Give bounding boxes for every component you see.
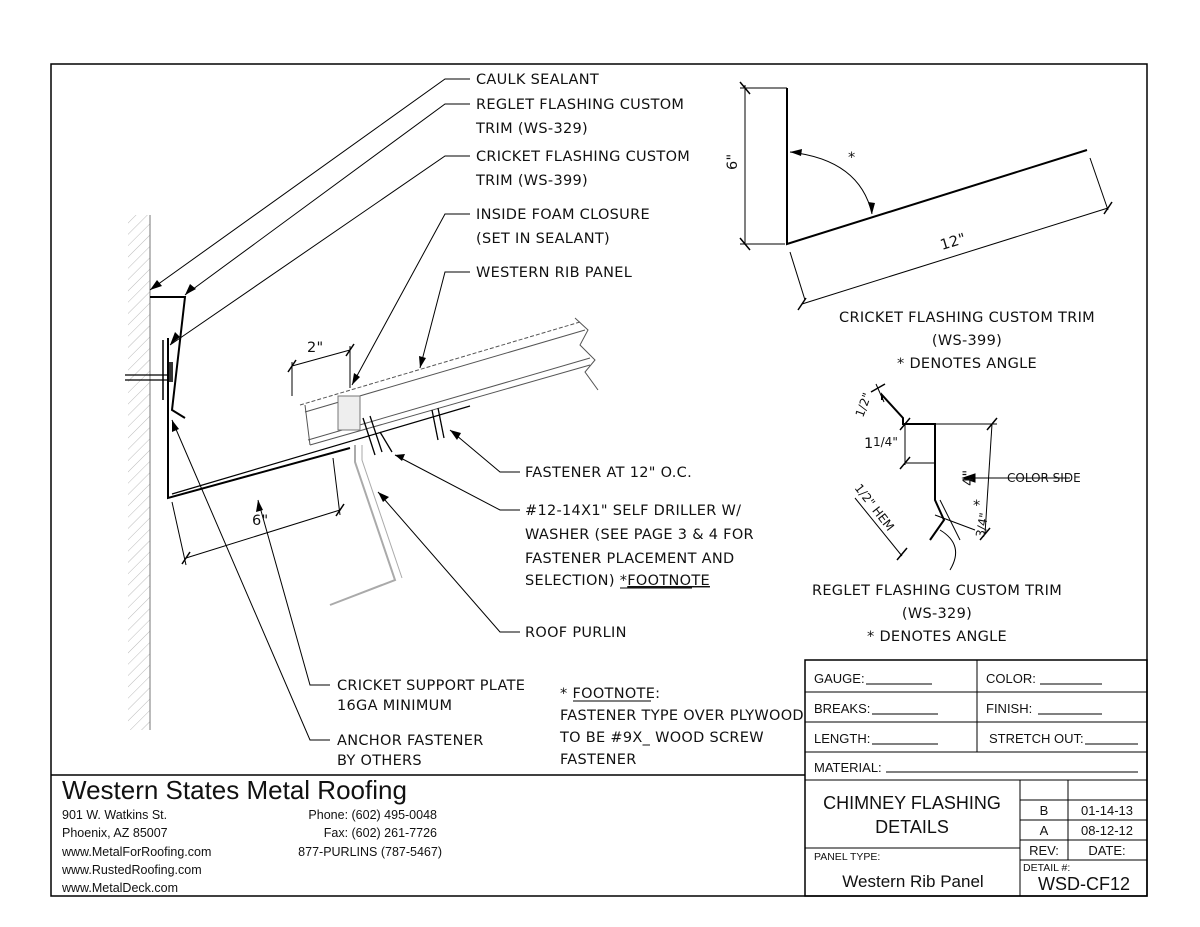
tb-color-label: COLOR: [986, 671, 1036, 686]
callout-reglet-1: REGLET FLASHING CUSTOM [476, 97, 684, 113]
footnote-line-2: TO BE #9X_ WOOD SCREW [559, 730, 764, 746]
company-address-2: Phoenix, AZ 85007 [62, 826, 168, 840]
cricket-dim-12: 12" [938, 231, 968, 254]
dim-2-inch: 2" [307, 340, 324, 356]
tb-title-2: DETAILS [875, 817, 949, 837]
footnote: * FOOTNOTE: FASTENER TYPE OVER PLYWOOD T… [559, 686, 804, 768]
title-block [804, 659, 1148, 897]
callout-anchor-2: BY OTHERS [337, 753, 422, 769]
cricket-dim-6: 6" [725, 154, 741, 171]
callout-support-2: 16GA MINIMUM [337, 698, 452, 714]
tb-panel-type-label: PANEL TYPE: [814, 851, 880, 863]
callout-driller-4: SELECTION) *FOOTNOTE [525, 573, 710, 589]
reglet-detail-text: 1/2" 1 1/4" 4" 1/2" HEM 3/4" COLOR SIDE … [812, 391, 1081, 645]
tb-detail-number: WSD-CF12 [1038, 874, 1130, 894]
footnote-heading: * FOOTNOTE: [560, 686, 660, 702]
tb-date-label: DATE: [1088, 843, 1125, 858]
reglet-color-side: COLOR SIDE [1007, 471, 1081, 485]
title-block-text: GAUGE: COLOR: BREAKS: FINISH: LENGTH: ST… [814, 671, 1133, 894]
tb-stretch-label: STRETCH OUT: [989, 731, 1084, 746]
callout-fastener-12: FASTENER AT 12" O.C. [525, 465, 692, 481]
reglet-title-3: * DENOTES ANGLE [867, 629, 1007, 645]
reglet-dim-114-whole: 1 [864, 436, 874, 452]
company-address-1: 901 W. Watkins St. [62, 808, 167, 822]
company-block: Western States Metal Roofing 901 W. Watk… [61, 775, 442, 895]
callout-cricket-2: TRIM (WS-399) [475, 173, 588, 189]
reglet-dim-hem: 1/2" HEM [852, 481, 897, 533]
reglet-dim-114-frac: 1/4" [873, 435, 898, 449]
callout-purlin: ROOF PURLIN [525, 625, 627, 641]
tb-finish-label: FINISH: [986, 701, 1032, 716]
dim-6-inch: 6" [252, 513, 269, 529]
company-web-2: www.RustedRoofing.com [61, 863, 202, 877]
tb-rev-label: REV: [1029, 843, 1059, 858]
tb-title-1: CHIMNEY FLASHING [823, 793, 1001, 813]
reglet-title-1: REGLET FLASHING CUSTOM TRIM [812, 583, 1062, 599]
company-phone: Phone: (602) 495-0048 [308, 808, 437, 822]
callout-caulk: CAULK SEALANT [476, 72, 599, 88]
cricket-detail-text: 6" 12" * CRICKET FLASHING CUSTOM TRIM (W… [725, 150, 1095, 372]
cricket-title-2: (WS-399) [932, 333, 1002, 349]
tb-gauge-label: GAUGE: [814, 671, 865, 686]
company-name: Western States Metal Roofing [62, 775, 407, 805]
company-web-3: www.MetalDeck.com [61, 881, 178, 895]
cricket-title-3: * DENOTES ANGLE [897, 356, 1037, 372]
reglet-detail [854, 383, 1070, 571]
tb-breaks-label: BREAKS: [814, 701, 870, 716]
cricket-angle-mark: * [848, 150, 856, 166]
tb-material-label: MATERIAL: [814, 760, 882, 775]
callout-cricket-1: CRICKET FLASHING CUSTOM [476, 149, 690, 165]
tb-detail-label: DETAIL #: [1023, 862, 1070, 874]
company-tollfree: 877-PURLINS (787-5467) [298, 845, 442, 859]
company-fax: Fax: (602) 261-7726 [324, 826, 437, 840]
callout-driller-2: WASHER (SEE PAGE 3 & 4 FOR [525, 527, 754, 543]
reglet-dim-half: 1/2" [853, 391, 875, 419]
callout-anchor-1: ANCHOR FASTENER [337, 733, 484, 749]
tb-date-a: 08-12-12 [1081, 823, 1133, 838]
cricket-detail [739, 81, 1113, 311]
main-section-drawing [125, 78, 599, 741]
reglet-dim-34: 3/4" [973, 512, 991, 539]
footnote-line-3: FASTENER [560, 752, 637, 768]
callout-foam-2: (SET IN SEALANT) [476, 231, 610, 247]
reglet-angle-mark: * [973, 498, 981, 514]
callout-reglet-2: TRIM (WS-329) [475, 121, 588, 137]
callout-driller-1: #12-14X1" SELF DRILLER W/ [525, 503, 741, 519]
footnote-line-1: FASTENER TYPE OVER PLYWOOD [560, 708, 804, 724]
reglet-dim-4: 4" [961, 470, 977, 487]
callout-driller-3: FASTENER PLACEMENT AND [525, 551, 734, 567]
tb-panel-type: Western Rib Panel [842, 872, 983, 891]
tb-length-label: LENGTH: [814, 731, 870, 746]
company-web-1: www.MetalForRoofing.com [61, 845, 211, 859]
tb-rev-b: B [1040, 803, 1049, 818]
sheet-border [50, 63, 1148, 897]
tb-date-b: 01-14-13 [1081, 803, 1133, 818]
main-callouts: CAULK SEALANT REGLET FLASHING CUSTOM TRI… [252, 72, 754, 769]
callout-panel: WESTERN RIB PANEL [476, 265, 632, 281]
callout-foam-1: INSIDE FOAM CLOSURE [476, 207, 650, 223]
cricket-title-1: CRICKET FLASHING CUSTOM TRIM [839, 310, 1095, 326]
reglet-title-2: (WS-329) [902, 606, 972, 622]
tb-rev-a: A [1040, 823, 1049, 838]
callout-support-1: CRICKET SUPPORT PLATE [337, 678, 525, 694]
